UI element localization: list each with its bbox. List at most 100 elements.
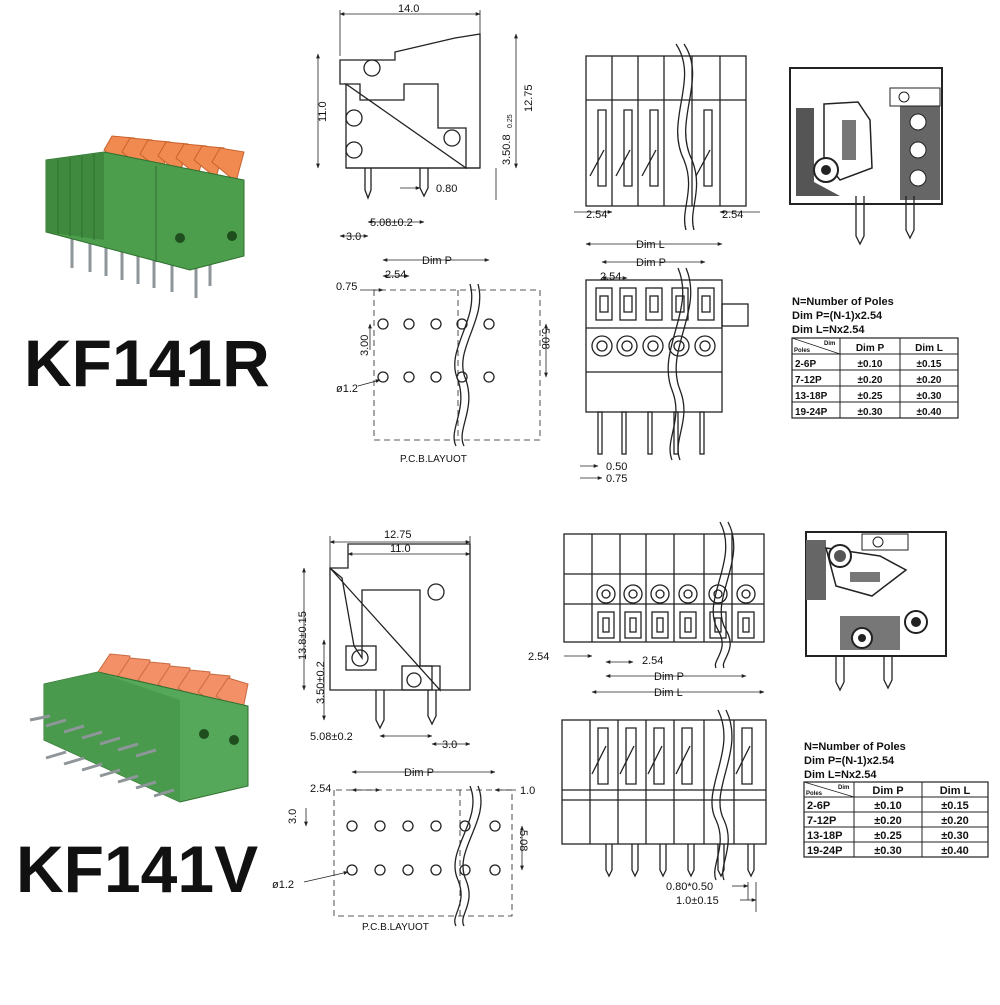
kf141v-pcb-pitch: 2.54: [310, 783, 331, 795]
kf141r-section-view: [789, 67, 943, 246]
kf141v-table-cell-dim-l: ±0.30: [941, 830, 968, 842]
kf141r-pcb-row-gap: 3.00: [359, 335, 371, 356]
kf141v-table-cell-dim-p: ±0.25: [874, 830, 901, 842]
kf141v-front-dim-l: Dim L: [654, 687, 683, 699]
kf141v-table-border: [803, 781, 989, 858]
kf141r-pin-len-sub: 0.25: [507, 114, 514, 128]
kf141v-note-2: Dim P=(N-1)x2.54: [804, 755, 895, 767]
kf141v-pcb-layout: Dim P 2.54 1.0 3.0 5.08 ø1.2 P.C.B.LAYUO…: [272, 767, 535, 933]
kf141r-table-corner-poles: Poles: [794, 348, 811, 354]
kf141r-side-view: 14.0 11.0 12.75 3.50.8 0.25 0.80 5.08±0.…: [316, 3, 535, 243]
kf141v-table-cell-dim-p: ±0.20: [874, 815, 901, 827]
kf141v-note-1: N=Number of Poles: [804, 741, 906, 753]
kf141r-table-cell-dim-l: ±0.20: [917, 375, 942, 386]
kf141r-top-view: 2.54 2.54: [574, 43, 760, 231]
kf141r-front-dim-l: Dim L: [636, 239, 665, 251]
kf141r-notes: N=Number of Poles Dim P=(N-1)x2.54 Dim L…: [792, 296, 894, 336]
kf141v-pin-base-dim: 3.0: [442, 739, 457, 751]
kf141v-front-view: 2.54 2.54 Dim P Dim L: [528, 521, 765, 699]
kf141r-note-3: Dim L=Nx2.54: [792, 324, 865, 336]
kf141v-pin-offset-dim: 5.08±0.2: [310, 731, 353, 743]
kf141r-table-cell-dim-p: ±0.20: [858, 375, 883, 386]
kf141v-table-corner-diagonal: [803, 781, 855, 798]
kf141r-height-left-dim: 11.0: [317, 101, 329, 122]
kf141r-front-dim-p: Dim P: [636, 257, 666, 269]
kf141r-table-cell-dim-p: ±0.25: [858, 391, 883, 402]
kf141r-pcb-row-spacing: 5.08: [539, 328, 551, 349]
kf141r-table-cell-dim-l: ±0.15: [917, 359, 942, 370]
kf141r-top-pitch-right: 2.54: [722, 209, 743, 221]
kf141v-pins: [29, 714, 175, 798]
kf141r-table-header-dim-l: Dim L: [915, 343, 943, 354]
kf141v-side-view: 12.75 11.0 13.8±0.15 3.50±0.2 5.08±0.2 3…: [297, 529, 471, 751]
kf141v-front-dim-p: Dim P: [654, 671, 684, 683]
kf141r-table-cell-dim-p: ±0.30: [858, 407, 883, 418]
kf141v-table-corner-poles: Poles: [806, 791, 823, 797]
kf141r-model-label: KF141R: [24, 326, 270, 400]
kf141r-pin-offset-dim: 5.08±0.2: [370, 217, 413, 229]
kf141v-bottom-view: 0.80*0.50 1.0±0.15: [561, 709, 767, 912]
kf141r-pin-base-dim: 3.0: [346, 231, 361, 243]
kf141v-section-view: [805, 531, 947, 692]
kf141r-table-cell-poles: 19-24P: [795, 407, 828, 418]
kf141r-pcb-dim-p: Dim P: [422, 255, 452, 267]
kf141r-pcb-layout: Dim P 2.54 0.75 3.00 5.08 ø1.2 P.C.B.LAY…: [336, 255, 551, 465]
kf141r-front-pin-gap: 0.75: [606, 473, 627, 485]
kf141r-table-cell-dim-p: ±0.10: [858, 359, 883, 370]
kf141v-pcb-caption: P.C.B.LAYUOT: [362, 922, 429, 933]
kf141r-table-header-dim-p: Dim P: [856, 343, 885, 354]
kf141v-front-pitch: 2.54: [642, 655, 663, 667]
kf141v-pcb-row-spacing: 5.08: [517, 830, 529, 851]
kf141v-note-3: Dim L=Nx2.54: [804, 769, 877, 781]
kf141r-pin-len-dim: 3.50.8: [501, 134, 513, 165]
kf141r-front-view: Dim L Dim P 2.54 0.50 0.75: [580, 239, 749, 485]
kf141v-table-cell-poles: 13-18P: [807, 830, 842, 842]
kf141r-pcb-holes: [377, 318, 495, 383]
kf141v-table-cell-dim-p: ±0.10: [874, 800, 901, 812]
kf141v-pin-len-dim: 3.50±0.2: [315, 661, 327, 704]
kf141r-table-corner-dim: Dim: [824, 341, 835, 347]
kf141r-note-2: Dim P=(N-1)x2.54: [792, 310, 883, 322]
kf141v-bottom-pin-dim: 0.80*0.50: [666, 881, 713, 893]
kf141r-table-cell-poles: 2-6P: [795, 359, 816, 370]
kf141r-pcb-caption: P.C.B.LAYUOT: [400, 454, 467, 465]
kf141r-pcb-pitch: 2.54: [385, 269, 406, 281]
kf141r-pcb-edge: 0.75: [336, 281, 357, 293]
kf141v-table-cell-poles: 2-6P: [807, 800, 830, 812]
kf141v-pcb-edge: 1.0: [520, 785, 535, 797]
kf141v-table-cell-dim-l: ±0.20: [941, 815, 968, 827]
kf141r-product-photo: [45, 135, 245, 298]
kf141v-pcb-hole: ø1.2: [272, 879, 294, 891]
kf141r-note-1: N=Number of Poles: [792, 296, 894, 308]
kf141v-table-cell-dim-l: ±0.40: [941, 845, 968, 857]
kf141r-width-dim: 14.0: [398, 3, 419, 15]
kf141v-model-label: KF141V: [16, 832, 258, 906]
kf141r-table-cell-dim-l: ±0.40: [917, 407, 942, 418]
kf141r-table-border: [791, 337, 959, 419]
kf141r-front-pitch: 2.54: [600, 271, 621, 283]
kf141v-pcb-dim-p: Dim P: [404, 767, 434, 779]
kf141r-height-right-dim: 12.75: [523, 84, 535, 112]
kf141r-pin-thick-dim: 0.80: [436, 183, 457, 195]
kf141v-pcb-holes: [346, 820, 501, 876]
kf141r-table-cell-poles: 13-18P: [795, 391, 828, 402]
kf141r-front-pin-w: 0.50: [606, 461, 627, 473]
kf141v-pcb-row-gap: 3.0: [287, 809, 299, 824]
kf141r-top-pitch-left: 2.54: [586, 209, 607, 221]
kf141r-table-cell-dim-l: ±0.30: [917, 391, 942, 402]
kf141v-table-header-dim-l: Dim L: [940, 785, 971, 797]
kf141v-table-corner-dim: Dim: [838, 785, 849, 791]
kf141r-pcb-hole: ø1.2: [336, 383, 358, 395]
kf141v-front-pitch-left: 2.54: [528, 651, 549, 663]
kf141v-width-dim: 12.75: [384, 529, 412, 541]
kf141v-product-photo: [29, 653, 249, 803]
kf141v-table-cell-dim-p: ±0.30: [874, 845, 901, 857]
kf141v-table-cell-poles: 19-24P: [807, 845, 842, 857]
kf141v-inner-width-dim: 11.0: [390, 543, 411, 555]
kf141v-table-cell-poles: 7-12P: [807, 815, 836, 827]
kf141r-table-cell-poles: 7-12P: [795, 375, 822, 386]
kf141v-bottom-pin-pitch: 1.0±0.15: [676, 895, 719, 907]
kf141r-table-corner-diagonal: [791, 337, 841, 355]
